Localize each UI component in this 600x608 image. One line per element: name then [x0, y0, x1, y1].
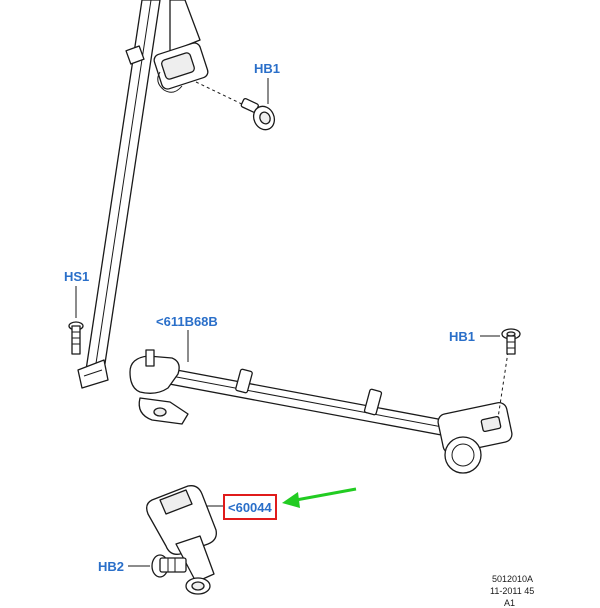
- upper-belt-guide: [125, 0, 209, 93]
- callout-hs1[interactable]: HS1: [64, 269, 89, 284]
- hb2-bolt: [151, 554, 187, 578]
- lower-belt-anchor-plate: [77, 359, 109, 389]
- hb1-top-axis-line: [195, 81, 247, 107]
- callout-611b68b[interactable]: <611B68B: [156, 314, 218, 329]
- callout-60044[interactable]: <60044: [228, 500, 273, 515]
- lap-belt-assembly: [129, 349, 513, 474]
- footer-date: 11-2011 45: [490, 586, 534, 596]
- footer-code: 5012010A: [492, 574, 533, 584]
- part-60044-highlight-box: [223, 494, 277, 520]
- upper-belt-webbing: [85, 0, 161, 371]
- callout-hb1-right[interactable]: HB1: [449, 329, 475, 344]
- highlight-arrow: [282, 487, 357, 508]
- footer-revision: A1: [504, 598, 515, 608]
- callout-hb1-top[interactable]: HB1: [254, 61, 280, 76]
- hb1-right-axis-line: [497, 351, 509, 419]
- callout-hb2[interactable]: HB2: [98, 559, 124, 574]
- seat-belt-buckle: [146, 485, 217, 595]
- hs1-screw: [68, 321, 84, 355]
- hb1-right-bolt: [501, 328, 521, 355]
- hb1-top-bolt: [240, 98, 276, 131]
